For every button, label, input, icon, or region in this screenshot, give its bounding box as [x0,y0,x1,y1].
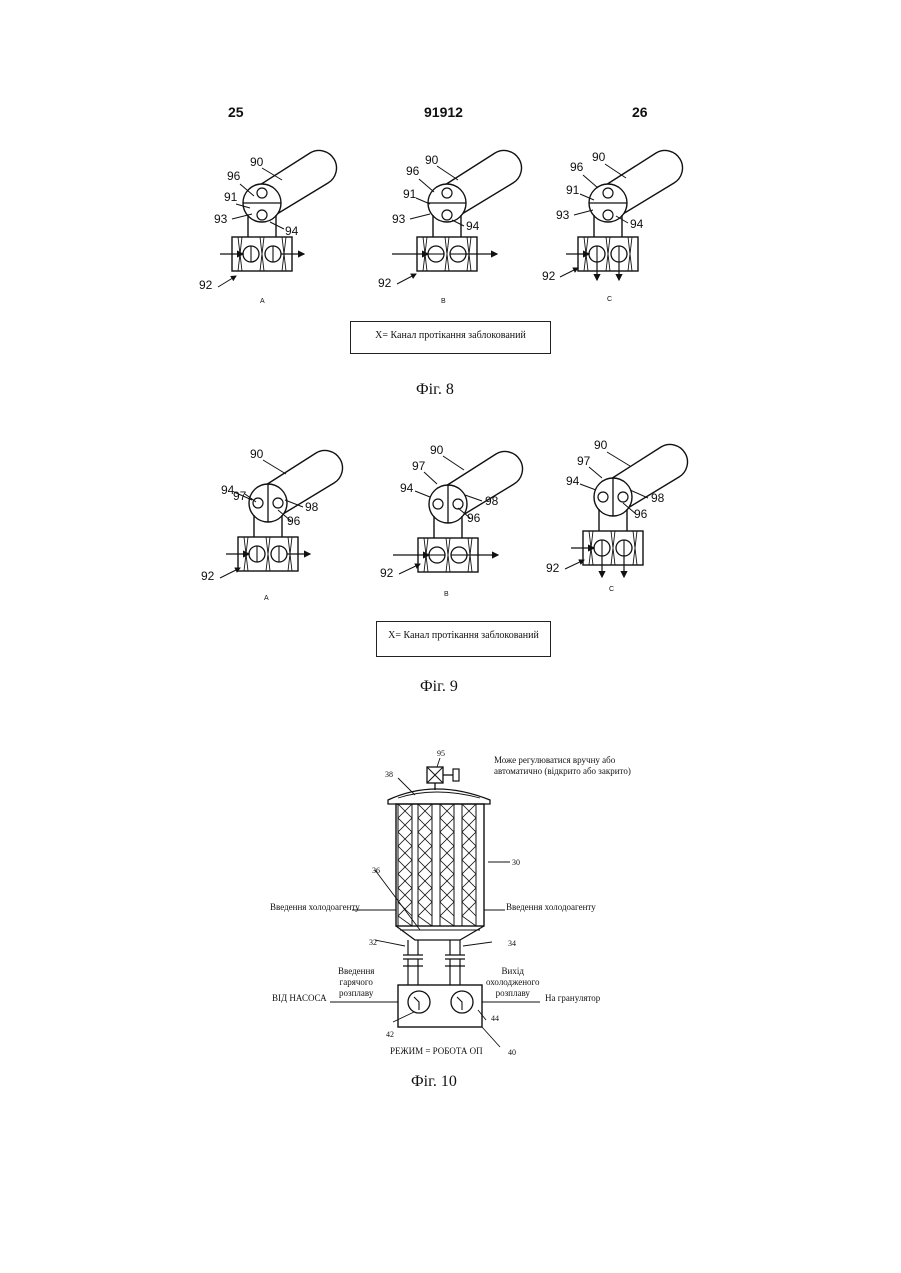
fig10-from-pump: ВІД НАСОСА [272,993,327,1004]
fig9-b-label-96: 96 [467,511,481,525]
fig8-c-label-92: 92 [542,269,556,283]
fig10-valve-note-line2: автоматично (відкрито або закрито) [494,766,631,777]
fig8-c-label-90: 90 [592,150,606,164]
fig9-a-sub: A [264,595,269,602]
fig8-b-label-91: 91 [403,187,417,201]
fig10-ref-95: 95 [437,749,445,758]
fig9-c-sub: C [609,586,614,593]
fig10-cooled-melt-out: Вихід охолодженого розплаву [486,966,540,999]
fig9-a-label-97: 97 [233,489,247,503]
fig10-coolant-in-right: Введення холодоагенту [506,902,596,913]
fig9-c-label-96: 96 [634,507,648,521]
fig9-a-label-94: 94 [221,483,235,497]
fig10-ref-40: 40 [508,1048,516,1057]
fig10-caption: Фіг. 10 [411,1073,457,1091]
fig9-a-label-96: 96 [287,514,301,528]
fig8-labels: 90 96 91 93 94 92 A 90 96 91 93 94 92 B … [199,150,644,305]
fig10-ref-44: 44 [491,1014,499,1023]
fig8-c-label-94: 94 [630,217,644,231]
fig9-b-label-94: 94 [400,481,414,495]
fig9-b-label-92: 92 [380,566,394,580]
fig10-hot-melt-in: Введення гарячого розплаву [338,966,374,999]
fig8-a-label-91: 91 [224,190,238,204]
fig8-panel-c [566,151,682,280]
fig9-a-label-98: 98 [305,500,319,514]
fig9-caption: Фіг. 9 [420,678,458,696]
fig9-a-label-90: 90 [250,447,264,461]
fig8-legend: X= Канал протікання заблокований [350,321,551,354]
fig10-ref-30: 30 [512,858,520,867]
fig10-to-granulator: На гранулятор [545,993,600,1004]
fig10-cooled-melt-line1: Вихід [486,966,540,977]
fig8-b-label-90: 90 [425,153,439,167]
fig10-refs: 95 38 30 36 32 34 42 44 40 [369,749,520,1057]
fig10-ref-32: 32 [369,938,377,947]
fig10-hot-melt-line3: розплаву [338,988,374,999]
fig9-c-label-98: 98 [651,491,665,505]
fig9-c-label-94: 94 [566,474,580,488]
fig8-b-label-96: 96 [406,164,420,178]
fig8-c-label-96: 96 [570,160,584,174]
fig8-b-sub: B [441,298,446,305]
fig9-c-label-92: 92 [546,561,560,575]
fig10-hot-melt-line1: Введення [338,966,374,977]
fig8-a-label-96: 96 [227,169,241,183]
fig10-cooled-melt-line3: розплаву [486,988,540,999]
fig9-legend: X= Канал протікання заблокований [376,621,551,657]
fig10-ref-38: 38 [385,770,393,779]
fig9-c-label-90: 90 [594,438,608,452]
fig8-caption: Фіг. 8 [416,381,454,399]
fig9-panel-a [226,451,342,571]
fig10-mode: РЕЖИМ = РОБОТА ОП [390,1046,483,1057]
fig8-a-label-93: 93 [214,212,228,226]
fig9-b-label-97: 97 [412,459,426,473]
fig8-a-label-94: 94 [285,224,299,238]
fig10-ref-36: 36 [372,866,380,875]
fig8-a-label-90: 90 [250,155,264,169]
fig9-a-label-92: 92 [201,569,215,583]
fig10-ref-42: 42 [386,1030,394,1039]
fig8-b-label-94: 94 [466,219,480,233]
fig10-cooled-melt-line2: охолодженого [486,977,540,988]
fig10-ref-34: 34 [508,939,516,948]
fig8-c-label-93: 93 [556,208,570,222]
fig8-a-sub: A [260,298,265,305]
fig9-b-label-98: 98 [485,494,499,508]
fig8-c-label-91: 91 [566,183,580,197]
fig8-c-sub: C [607,296,612,303]
fig8-b-label-92: 92 [378,276,392,290]
fig8-legend-text: X= Канал протікання заблокований [351,330,550,341]
fig10-coolant-in-left: Введення холодоагенту [270,902,360,913]
fig10-valve-note-line1: Може регулюватися вручну або [494,755,631,766]
fig9-c-label-97: 97 [577,454,591,468]
fig8-a-label-92: 92 [199,278,213,292]
fig9-b-label-90: 90 [430,443,444,457]
fig9-b-sub: B [444,591,449,598]
fig10-valve-note: Може регулюватися вручну або автоматично… [494,755,631,777]
fig9-legend-text: X= Канал протікання заблокований [377,630,550,641]
fig10-hot-melt-line2: гарячого [338,977,374,988]
fig8-b-label-93: 93 [392,212,406,226]
